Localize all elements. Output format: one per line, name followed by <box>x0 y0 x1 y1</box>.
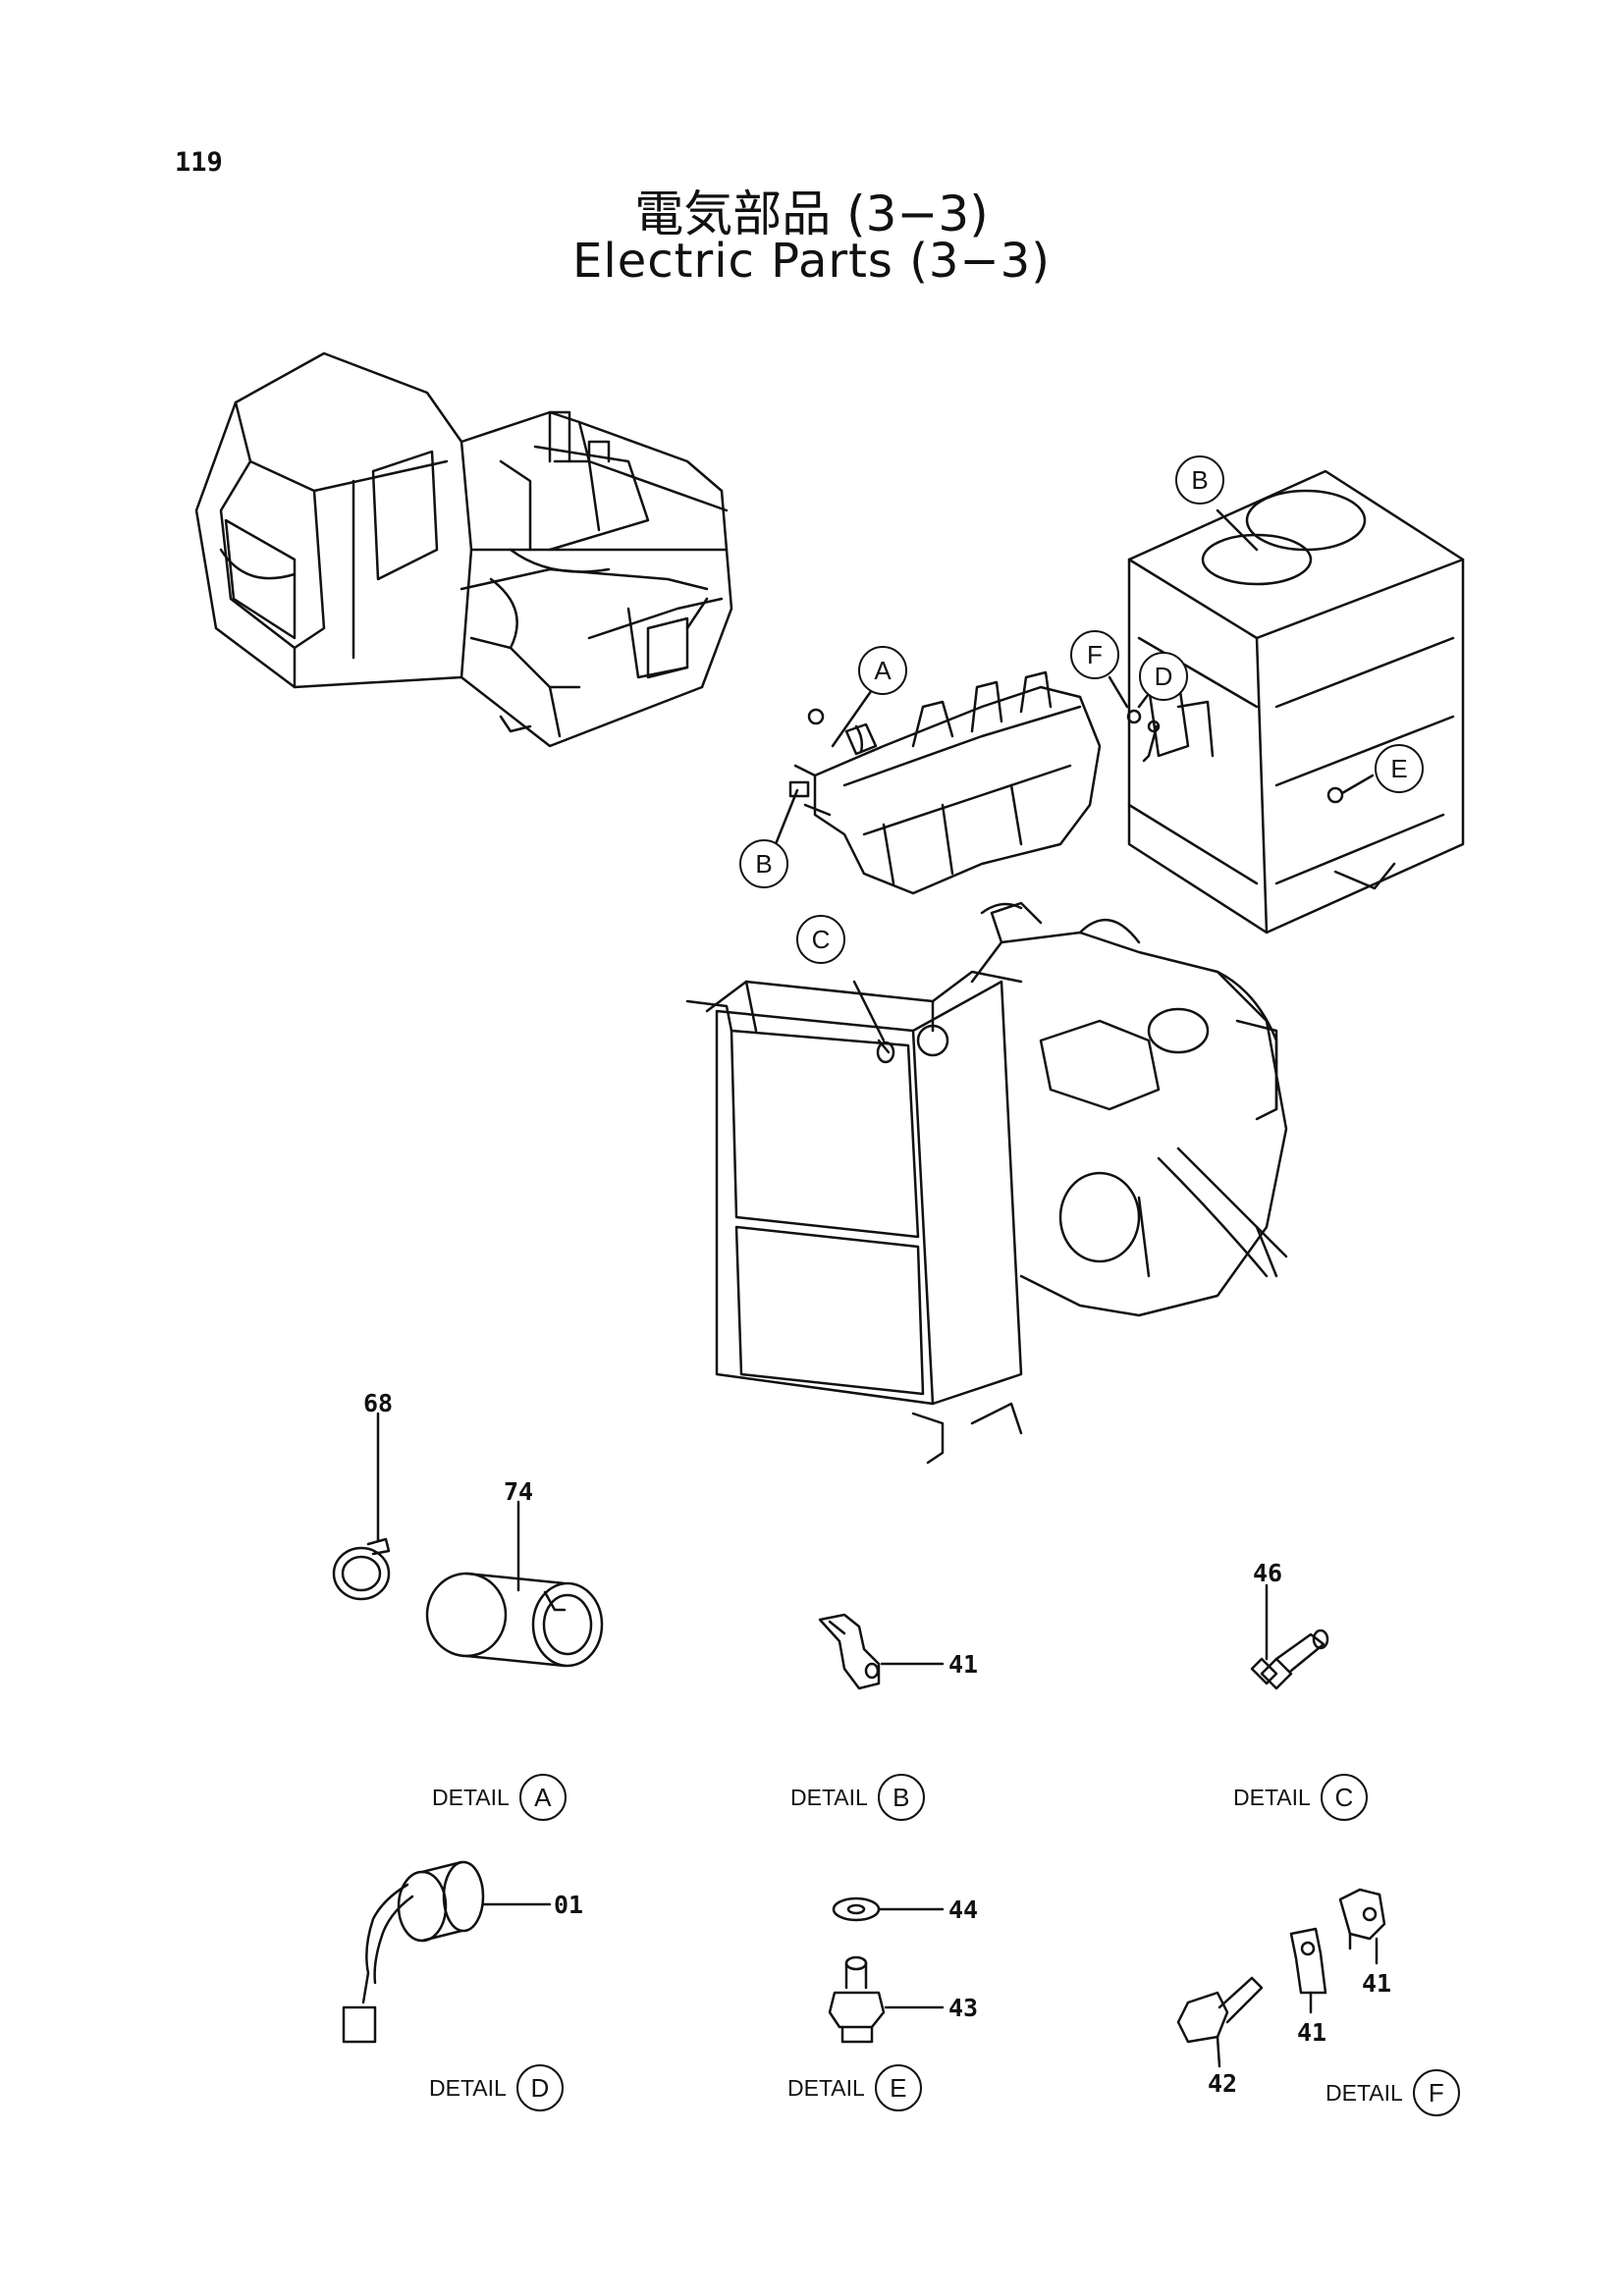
callout-b-tank: B <box>1175 455 1224 505</box>
part-number-41-f1: 41 <box>1297 2018 1327 2047</box>
detail-caption-b: DETAIL B <box>790 1774 925 1821</box>
part-number-68: 68 <box>363 1389 394 1417</box>
part-46-temp-sensor <box>1250 1583 1329 1690</box>
detail-caption-word: DETAIL <box>1233 1784 1311 1810</box>
part-41-bracket-b <box>818 1613 945 1690</box>
part-number-44: 44 <box>948 1896 979 1924</box>
detail-a-callout-parts <box>807 685 878 756</box>
part-number-74: 74 <box>504 1477 534 1506</box>
detail-caption-letter: C <box>1320 1774 1368 1821</box>
detail-caption-letter: D <box>515 2064 564 2111</box>
detail-caption-letter: F <box>1412 2069 1460 2116</box>
part-41-bracket-f2 <box>1338 1888 1386 1965</box>
part-01-sender <box>342 1860 552 2044</box>
callout-c: C <box>796 915 845 964</box>
callout-d: D <box>1139 652 1188 701</box>
detail-caption-word: DETAIL <box>787 2074 865 2101</box>
hydraulic-tank-illustration <box>1127 469 1465 934</box>
detail-caption-letter: A <box>518 1774 567 1821</box>
part-number-42: 42 <box>1208 2069 1238 2098</box>
part-41-bracket-f1 <box>1289 1927 1327 2014</box>
detail-caption-c: DETAIL C <box>1233 1774 1368 1821</box>
callout-f: F <box>1070 630 1119 679</box>
part-number-41-b: 41 <box>948 1650 979 1679</box>
callout-a: A <box>858 646 907 695</box>
detail-caption-word: DETAIL <box>429 2074 507 2101</box>
title-english: Electric Parts (3−3) <box>572 234 1051 289</box>
part-number-46: 46 <box>1253 1559 1283 1587</box>
part-number-43: 43 <box>948 1994 979 2022</box>
title-japanese: 電気部品 (3−3) <box>634 186 989 242</box>
detail-caption-word: DETAIL <box>790 1784 868 1810</box>
detail-caption-e: DETAIL E <box>787 2064 922 2111</box>
excavator-illustration <box>194 351 733 748</box>
detail-b-callout-parts <box>774 780 810 846</box>
detail-caption-word: DETAIL <box>432 1784 510 1810</box>
engine-radiator-illustration <box>685 901 1288 1465</box>
callout-e: E <box>1375 744 1424 793</box>
part-68-clamp <box>332 1412 391 1601</box>
part-number-41-f2: 41 <box>1362 1969 1392 1998</box>
part-43-switch <box>828 1955 945 2044</box>
part-44-washer <box>832 1896 945 1922</box>
detail-caption-word: DETAIL <box>1325 2079 1403 2106</box>
part-42-bolt <box>1176 1976 1264 2068</box>
detail-caption-letter: E <box>874 2064 922 2111</box>
control-valve-illustration <box>793 670 1102 895</box>
detail-caption-f: DETAIL F <box>1325 2069 1460 2116</box>
detail-caption-a: DETAIL A <box>432 1774 567 1821</box>
detail-caption-letter: B <box>877 1774 925 1821</box>
part-number-01: 01 <box>554 1891 584 1919</box>
callout-b-valve: B <box>739 839 788 888</box>
page-number: 119 <box>175 147 223 178</box>
part-74-sleeve <box>425 1500 604 1668</box>
detail-caption-d: DETAIL D <box>429 2064 564 2111</box>
